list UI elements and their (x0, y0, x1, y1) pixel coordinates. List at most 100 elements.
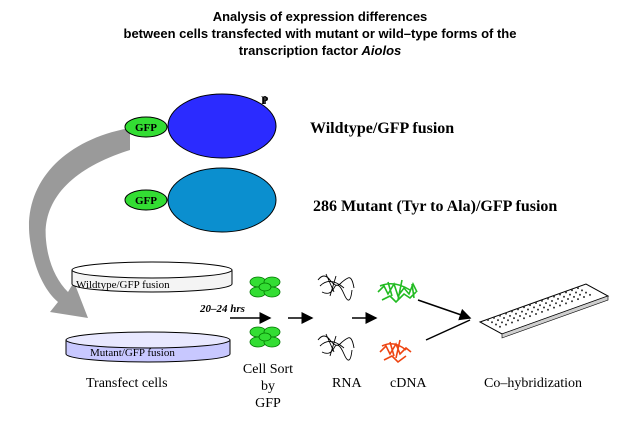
cdna-red (379, 339, 412, 364)
microarray-spot (499, 314, 501, 317)
step-cdna-label: cDNA (390, 376, 427, 391)
microarray-spot (575, 291, 577, 294)
microarray-spot (539, 304, 541, 307)
microarray-spot (509, 314, 511, 317)
microarray-spot (499, 325, 501, 328)
step-cellsort-label-2: by (261, 379, 275, 394)
microarray-spot (577, 287, 579, 290)
microarray-spot (517, 319, 519, 322)
microarray-slide (478, 283, 610, 339)
sorted-cells-bottom (249, 326, 281, 348)
microarray-spot (521, 310, 523, 313)
microarray-spot (535, 313, 537, 315)
microarray-spot (495, 323, 497, 326)
microarray-spot (571, 289, 573, 292)
title-line-3: transcription factor Aiolos (0, 42, 640, 59)
microarray-spot (501, 321, 503, 324)
microarray-spot (529, 315, 531, 318)
microarray-spot (559, 304, 561, 307)
microarray-spot (511, 321, 513, 324)
microarray-spot (565, 302, 567, 305)
title-line-3-prefix: transcription factor (238, 43, 362, 58)
microarray-spot (551, 300, 553, 302)
microarray-spot (553, 306, 555, 309)
microarray-spot (507, 319, 509, 322)
wildtype-construct-label: Wildtype/GFP fusion (310, 120, 454, 137)
step-cellsort-label-1: Cell Sort (243, 362, 293, 377)
microarray-spot (505, 312, 507, 315)
curved-gray-arrow-icon (28, 128, 130, 318)
microarray-spot (581, 289, 583, 292)
microarray-spot (487, 319, 489, 321)
microarray-spot (557, 297, 559, 300)
time-label: 20–24 hrs (199, 303, 245, 315)
microarray-spot (545, 302, 547, 305)
gfp-tag-mutant (124, 189, 168, 211)
title-aiolos: Aiolos (361, 43, 402, 58)
microarray-spot (527, 308, 529, 311)
microarray-spot (519, 315, 521, 317)
microarray-spot (543, 306, 545, 309)
microarray-spot (523, 306, 525, 309)
microarray-spot (541, 299, 543, 302)
microarray-spot (547, 308, 549, 311)
microarray-spot (525, 312, 527, 315)
microarray-spot (561, 300, 563, 303)
step-rna-label: RNA (332, 376, 362, 391)
gfp-label-mutant: GFP (135, 195, 157, 207)
microarray-spot (577, 298, 579, 301)
figure-title: Analysis of expression differences betwe… (0, 8, 640, 59)
microarray-spot (517, 308, 519, 311)
gfp-label-wildtype: GFP (135, 122, 157, 134)
microarray-spot (549, 304, 551, 307)
mutant-construct: GFP 286 Mutant (Tyr to Ala)/GFP fusion (124, 167, 557, 233)
microarray-spot (555, 302, 557, 305)
microarray-spot (589, 293, 591, 296)
mutant-protein-shape (167, 167, 277, 233)
microarray-spot (537, 308, 539, 311)
microarray-spots (487, 287, 591, 328)
wildtype-construct: GFP P Wildtype/GFP fusion (124, 93, 454, 159)
cdna-green (377, 279, 418, 304)
microarray-spot (559, 293, 561, 296)
microarray-spot (573, 295, 575, 298)
microarray-spot (523, 317, 525, 320)
microarray-spot (547, 297, 549, 300)
arrow-cdna-green-to-array (417, 299, 472, 321)
microarray-spot (565, 291, 567, 294)
microarray-spot (491, 321, 493, 324)
microarray-spot (531, 310, 533, 313)
microarray-spot (505, 323, 507, 326)
microarray-spot (533, 306, 535, 309)
microarray-spot (585, 291, 587, 294)
microarray-spot (579, 293, 581, 296)
microarray-spot (497, 319, 499, 322)
wildtype-protein-shape (167, 93, 277, 159)
mutant-dish: Mutant/GFP fusion (65, 331, 231, 363)
wildtype-dish-label: Wildtype/GFP fusion (76, 279, 170, 291)
microarray-spot (567, 298, 569, 300)
microarray-spot (569, 293, 571, 296)
microarray-spot (563, 295, 565, 298)
microarray-spot (493, 316, 495, 319)
sorted-cells-top (249, 276, 281, 298)
wildtype-dish: Wildtype/GFP fusion (71, 261, 233, 293)
title-line-1: Analysis of expression differences (212, 9, 428, 24)
microarray-spot (513, 317, 515, 320)
microarray-spot (515, 312, 517, 315)
microarray-spot (511, 310, 513, 313)
phospho-mark: P (261, 93, 268, 107)
rna-strands-bottom (317, 333, 355, 361)
mutant-construct-label: 286 Mutant (Tyr to Ala)/GFP fusion (313, 198, 557, 215)
step-transfect-label: Transfect cells (86, 376, 168, 391)
microarray-spot (535, 302, 537, 304)
gfp-tag-wildtype (124, 116, 168, 138)
microarray-spot (503, 317, 505, 319)
mutant-dish-label: Mutant/GFP fusion (90, 347, 175, 359)
arrow-cdna-red-to-array (425, 319, 471, 341)
step-cohybridization-label: Co–hybridization (484, 376, 582, 391)
microarray-spot (571, 300, 573, 303)
rna-strands-top (317, 273, 355, 301)
title-line-2: between cells transfected with mutant or… (123, 26, 517, 41)
microarray-spot (541, 310, 543, 313)
